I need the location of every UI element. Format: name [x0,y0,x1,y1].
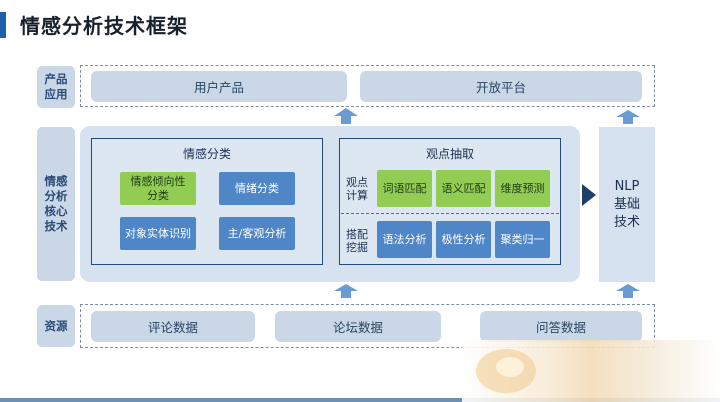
clustering-box: 聚类归一 [495,221,550,258]
subjective-objective-box: 主/客观分析 [219,217,295,250]
opinion-extraction-title: 观点抽取 [425,147,474,161]
row-label-core-tech: 情感 分析 核心 技术 [37,127,75,281]
up-arrow-icon [334,108,358,124]
up-arrow-icon [334,284,358,298]
product-item-open-platform: 开放平台 [360,71,642,102]
resource-item-review-data: 评论数据 [91,311,255,342]
collocation-mining-label: 搭配 挖掘 [346,228,368,254]
polarity-analysis-box: 极性分析 [436,221,491,258]
opinion-calc-label: 观点 计算 [346,176,368,202]
emotion-classification-box: 情绪分类 [219,172,295,205]
resource-row-frame [80,304,655,348]
word-match-box: 词语匹配 [377,170,432,207]
sentiment-classification-title: 情感分类 [182,147,231,161]
up-arrow-icon [616,110,640,124]
resource-item-forum-data: 论坛数据 [275,311,441,342]
semantic-match-box: 语义匹配 [436,170,491,207]
product-row-frame [80,65,655,107]
nlp-foundation-box: NLP 基础 技术 [599,127,655,282]
row-label-product: 产品 应用 [37,66,75,108]
dimension-predict-box: 维度预测 [495,170,550,207]
up-arrow-icon [616,284,640,298]
right-arrow-icon [582,184,596,206]
product-item-user-product: 用户产品 [91,71,347,102]
entity-recognition-box: 对象实体识别 [120,217,196,250]
row-label-resources: 资源 [37,305,75,347]
logo-icon [476,349,536,393]
footer-line [0,398,720,402]
title-accent-bar [0,12,6,38]
resource-item-qa-data: 问答数据 [480,311,642,342]
syntax-analysis-box: 语法分析 [377,221,432,258]
opinion-divider [341,213,559,214]
sentiment-tendency-box: 情感倾向性 分类 [120,172,196,205]
page-title: 情感分析技术框架 [20,14,188,38]
